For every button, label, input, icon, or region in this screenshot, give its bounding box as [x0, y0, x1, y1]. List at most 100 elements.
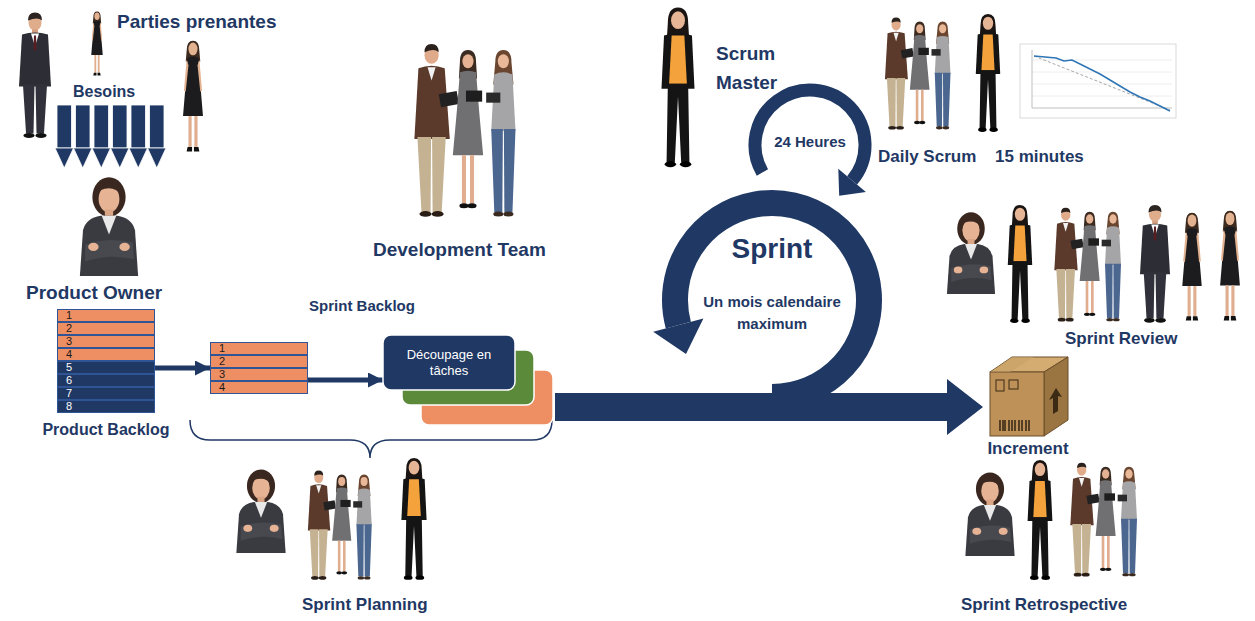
daily-loop-arrow [755, 90, 866, 196]
sprint-retrospective-figures [1028, 460, 1053, 580]
sprint-review-figures [1008, 205, 1032, 323]
backlog-item: 6 [57, 374, 155, 387]
event-label: Sprint Planning [302, 595, 428, 615]
scrum-master-figure [662, 8, 695, 168]
task-card [383, 335, 515, 390]
backlog-item: 2 [57, 322, 155, 335]
sprint-planning-figures [401, 458, 426, 580]
daily-loop-arrow [755, 90, 865, 180]
sprint-review-figures [1220, 211, 1240, 321]
backlog-item: 1 [210, 342, 308, 355]
node-text: 24 Heures [762, 131, 858, 153]
item-number: 1 [211, 343, 307, 354]
needs-arrows [111, 148, 130, 168]
product-backlog: Product Backlog12345678 [57, 309, 155, 413]
event-label: Daily Scrum [878, 147, 976, 167]
needs-arrows [57, 105, 72, 148]
needs-arrows [150, 105, 165, 148]
item-number: 2 [58, 323, 154, 334]
event-label: Sprint Retrospective [961, 595, 1127, 615]
item-number: 1 [58, 310, 154, 321]
item-number: 8 [58, 401, 154, 412]
sprint-review-figures [1054, 208, 1121, 322]
item-number: 7 [58, 388, 154, 399]
package-icon [1009, 380, 1018, 389]
package-icon [990, 357, 1068, 436]
item-number: 5 [58, 362, 154, 373]
sprint-review-figures [1182, 213, 1201, 321]
item-number: 6 [58, 375, 154, 386]
backlog-item: 4 [210, 381, 308, 394]
backlog-item: 5 [57, 361, 155, 374]
sprint-loop-arrow [653, 318, 703, 354]
development-team-figures [414, 44, 515, 217]
sprint-retrospective-figures [1070, 463, 1137, 577]
package-icon [1000, 420, 1029, 431]
package-icon [996, 380, 1004, 391]
stakeholders [19, 12, 203, 152]
backlog-item: 8 [57, 400, 155, 413]
sprint-review-figures [947, 205, 1240, 323]
stakeholders [91, 12, 103, 76]
sprint-planning-figures [308, 471, 372, 580]
stakeholders-label: Parties prenantes [117, 10, 276, 33]
needs-arrows [76, 105, 91, 148]
increment-package: Increment [983, 355, 1073, 459]
package-icon [990, 372, 1044, 436]
daily-scrum-figures [885, 18, 951, 130]
backlog-item: 3 [210, 368, 308, 381]
stakeholders [183, 41, 203, 152]
burndown-chart [1032, 50, 1172, 108]
sprint-review-figures [1140, 205, 1170, 323]
sprint-loop-arrow [653, 203, 869, 397]
item-number: 3 [58, 336, 154, 347]
sprint-planning-figures [236, 469, 285, 553]
needs-arrows [129, 148, 148, 168]
backlog-item: 3 [57, 335, 155, 348]
backlog-item: 7 [57, 387, 155, 400]
sprint-review-figures [947, 212, 995, 294]
node-text: Sprint [697, 228, 847, 269]
event-label: Sprint Review [1065, 329, 1177, 349]
burndown-chart [1034, 56, 1170, 111]
stakeholders [19, 13, 51, 139]
needs-arrows [131, 105, 146, 148]
daily-scrum-figures [885, 14, 1000, 132]
node-text: Un mois calendaire maximum [697, 291, 847, 335]
burndown-chart [1034, 56, 1170, 110]
burndown-chart [1032, 60, 1172, 96]
node-text: Increment [983, 439, 1073, 459]
product-owner-figure [80, 177, 138, 276]
daily-loop-arrow [838, 169, 866, 196]
duration-label: 15 minutes [995, 147, 1084, 167]
sprint-cycle: Sprint Un mois calendaire maximum [697, 228, 847, 335]
needs-arrows [92, 148, 111, 168]
burndown-chart [1020, 44, 1176, 118]
item-number: 4 [58, 349, 154, 360]
sprint-planning-figures [236, 458, 426, 580]
package-icon [990, 357, 1034, 372]
node-text: Découpage en tâches [383, 335, 515, 390]
sprint-flow-arrow [555, 379, 983, 435]
sprint-retrospective-figures [965, 460, 1137, 580]
backlog-heading: Sprint Backlog [309, 296, 415, 316]
task-breakdown-cards: Découpage en tâches [383, 333, 555, 427]
needs-arrows [113, 105, 128, 148]
backlog-item: 1 [57, 309, 155, 322]
daily-scrum-figures [976, 14, 1000, 132]
flow-arrow [155, 366, 210, 371]
role-label: Scrum Master [716, 39, 794, 97]
item-number: 4 [211, 382, 307, 393]
backlog-item: 4 [57, 348, 155, 361]
role-label: Development Team [373, 238, 546, 261]
flow-arrow [308, 378, 383, 383]
needs-label: Besoins [73, 82, 135, 101]
sprint-loop-arrow [675, 203, 869, 397]
package-icon [1049, 388, 1062, 414]
needs-arrows [55, 105, 166, 168]
role-label: Product Owner [26, 281, 162, 304]
daily-loop: 24 Heures [762, 131, 858, 153]
needs-arrows [74, 148, 93, 168]
